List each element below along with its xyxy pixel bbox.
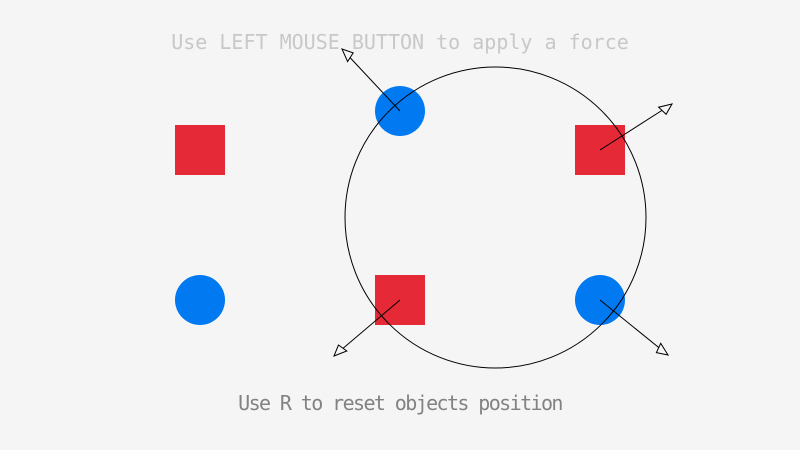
blue-circle-left[interactable] [175, 275, 225, 325]
instruction-reset: Use R to reset objects position [238, 391, 563, 415]
force-arrow-top [341, 48, 401, 112]
force-arrow-top-right [599, 103, 674, 151]
force-arrow-bottom-right [599, 299, 670, 356]
instruction-apply-force: Use LEFT MOUSE BUTTON to apply a force [171, 30, 629, 54]
boundary-circle [344, 66, 647, 369]
red-square-left[interactable] [175, 125, 225, 175]
force-arrow-bottom-left [333, 299, 401, 357]
